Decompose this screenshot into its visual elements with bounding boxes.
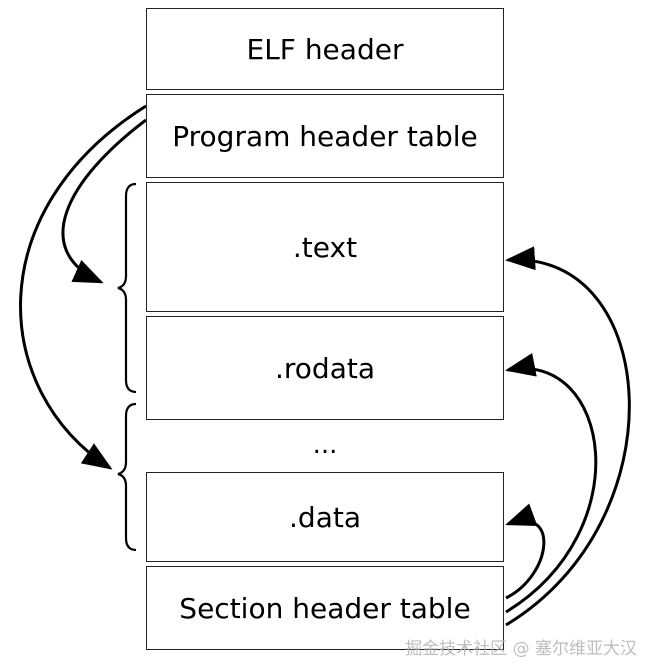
- data-section-block: .data: [146, 472, 504, 562]
- segment-brace-2: [117, 402, 137, 552]
- segment-brace-1: [117, 182, 137, 394]
- text-section-block: .text: [146, 182, 504, 312]
- program-header-arrow-2: [19, 104, 147, 470]
- elf-header-block: ELF header: [146, 8, 504, 90]
- program-header-table-block: Program header table: [146, 94, 504, 178]
- more-sections-ellipsis: ...: [312, 430, 338, 460]
- program-header-arrow-1: [61, 118, 147, 284]
- watermark: 掘金技术社区 @ 塞尔维亚大汉: [405, 639, 637, 659]
- section-header-arrow-text: [505, 246, 631, 627]
- rodata-section-block: .rodata: [146, 316, 504, 420]
- section-header-table-block: Section header table: [146, 566, 504, 650]
- section-header-arrow-rodata: [505, 353, 598, 614]
- section-header-arrow-data: [505, 503, 546, 600]
